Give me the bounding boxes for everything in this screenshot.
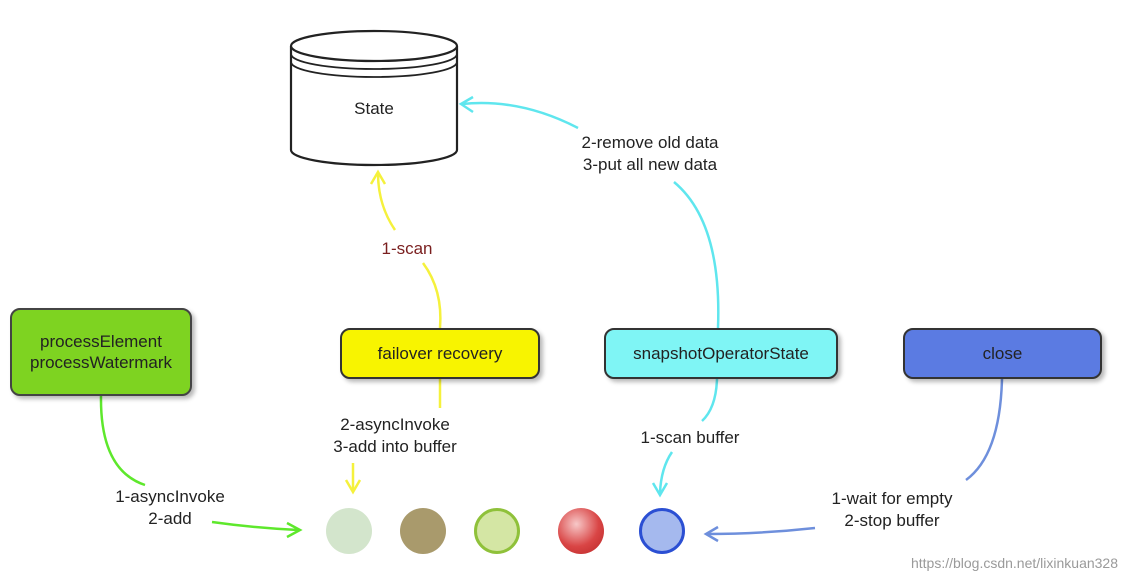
failover-to-buffer-label: 2-asyncInvoke 3-add into buffer (333, 415, 457, 456)
edge-snapshot-to-state (458, 95, 720, 329)
process-to-buffer-label: 1-asyncInvoke 2-add (115, 487, 225, 528)
edge-close-to-buffer (703, 378, 1004, 543)
close-label: close (982, 344, 1023, 363)
process-element-node[interactable]: processElement processWatermark (10, 308, 192, 396)
edge-failover-to-state (369, 169, 442, 329)
watermark: https://blog.csdn.net/lixinkuan328 (910, 555, 1118, 571)
snapshot-to-buffer-label: 1-scan buffer (640, 428, 740, 447)
snapshot-to-state-label: 2-remove old data 3-put all new data (581, 133, 719, 174)
state-database (289, 29, 459, 167)
process-element-label: processElement processWatermark (29, 332, 172, 372)
snapshot-operator-state-label: snapshotOperatorState (633, 344, 809, 363)
edge-process-to-buffer (99, 395, 303, 539)
close-node[interactable]: close (903, 328, 1102, 379)
edge-failover-to-buffer (344, 379, 442, 495)
buffer-element-3 (474, 508, 520, 554)
failover-recovery-label: failover recovery (377, 344, 503, 363)
buffer-element-5 (639, 508, 685, 554)
state-label: State (354, 99, 394, 118)
failover-to-state-label: 1-scan (381, 239, 433, 258)
buffer-element-4 (558, 508, 604, 554)
close-to-buffer-label: 1-wait for empty 2-stop buffer (831, 489, 953, 530)
buffer-element-1 (326, 508, 372, 554)
snapshot-operator-state-node[interactable]: snapshotOperatorState (604, 328, 838, 379)
buffer-element-2 (400, 508, 446, 554)
edge-snapshot-to-buffer (651, 378, 719, 498)
failover-recovery-node[interactable]: failover recovery (340, 328, 540, 379)
